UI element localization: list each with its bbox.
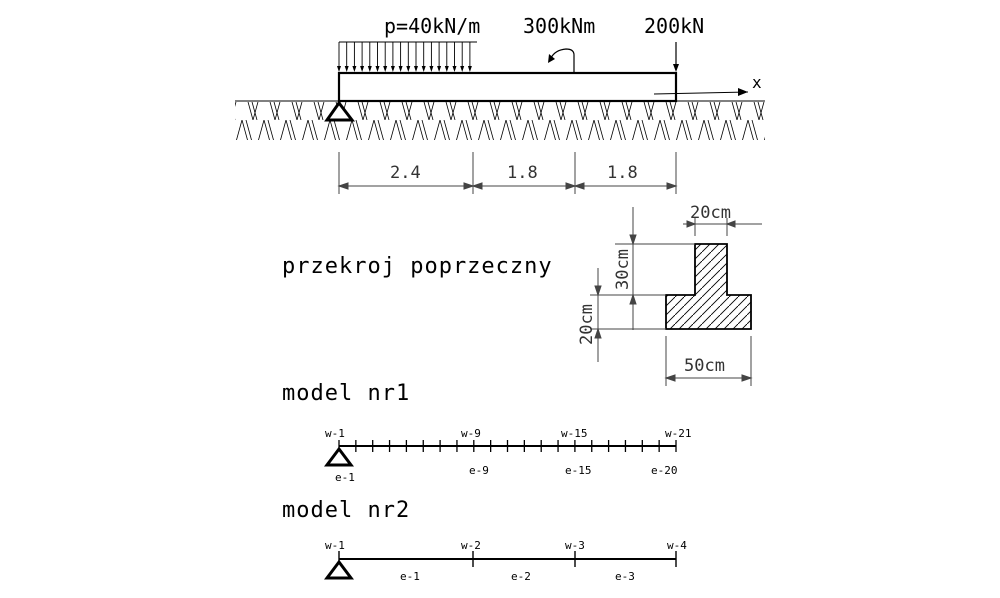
beam-body <box>337 71 678 103</box>
force-label: 200kN <box>644 14 704 38</box>
span-label-1: 2.4 <box>390 163 421 183</box>
load-arrowhead <box>467 66 472 72</box>
dim-web-height-label: 30cm <box>613 249 633 290</box>
model-1-node-label: w-21 <box>665 427 692 440</box>
load-arrowhead <box>352 66 357 72</box>
load-arrowhead <box>406 66 411 72</box>
load-arrowhead <box>344 66 349 72</box>
load-arrowhead <box>452 66 457 72</box>
cross-section: przekroj poprzeczny 20cm 50cm <box>282 203 762 386</box>
model-2: model nr2 w-1 w-2 w-3 w-4 e-1 e-2 e-3 <box>282 498 687 583</box>
distributed-load-label: p=40kN/m <box>384 14 480 38</box>
x-axis-arrow-icon <box>653 88 749 96</box>
load-arrowhead <box>421 66 426 72</box>
soil-hatch <box>235 102 765 140</box>
load-arrowhead <box>390 66 395 72</box>
model-2-element-label: e-2 <box>511 570 531 583</box>
model-1-element-label: e-15 <box>565 464 592 477</box>
load-arrowhead <box>360 66 365 72</box>
load-arrowhead <box>367 66 372 72</box>
load-arrowhead <box>375 66 380 72</box>
model-2-node-label: w-2 <box>461 539 481 552</box>
dim-top-width <box>683 218 762 236</box>
load-arrowhead <box>337 66 341 72</box>
model-1-element-label: e-9 <box>469 464 489 477</box>
model-1-node-label: w-9 <box>461 427 481 440</box>
load-arrowhead <box>444 66 449 72</box>
x-axis-label: x <box>752 73 762 92</box>
model-2-element-label: e-3 <box>615 570 635 583</box>
load-arrowhead <box>429 66 434 72</box>
moment-label: 300kNm <box>523 14 595 38</box>
span-label-2: 1.8 <box>507 163 538 183</box>
model-1: model nr1 w-1 w-9 w-15 w-21 e-1 e-9 e-15… <box>282 381 692 484</box>
model-1-element-label: e-1 <box>335 471 355 484</box>
model-2-node-label: w-3 <box>565 539 585 552</box>
load-arrowhead <box>398 66 403 72</box>
model-1-element-label: e-20 <box>651 464 678 477</box>
model-2-node-ticks <box>338 551 677 567</box>
model-1-support-icon <box>324 446 354 467</box>
distributed-load <box>337 41 477 72</box>
model-1-title: model nr1 <box>282 381 410 406</box>
beam-scheme: p=40kN/m 300kNm 200kN x <box>235 14 765 194</box>
model-2-support-icon <box>324 559 354 580</box>
model-1-node-label: w-15 <box>561 427 588 440</box>
point-force-arrow-icon <box>673 42 679 72</box>
load-arrowhead <box>383 66 388 72</box>
model-2-node-label: w-4 <box>667 539 687 552</box>
model-1-node-label: w-1 <box>325 427 345 440</box>
load-arrowhead <box>414 66 418 72</box>
load-arrowhead <box>437 66 442 72</box>
dim-flange-height-label: 20cm <box>577 304 597 345</box>
section-title: przekroj poprzeczny <box>282 254 553 279</box>
t-section-shape <box>665 243 752 330</box>
dim-bottom-width <box>664 336 753 386</box>
dim-flange-height <box>590 268 666 362</box>
moment-arrow-icon <box>548 48 575 73</box>
dim-top-width-label: 20cm <box>690 203 731 223</box>
model-2-title: model nr2 <box>282 498 410 523</box>
dim-bottom-width-label: 50cm <box>684 356 725 376</box>
dim-web-height <box>615 207 695 330</box>
span-label-3: 1.8 <box>607 163 638 183</box>
model-2-element-label: e-1 <box>400 570 420 583</box>
model-2-node-label: w-1 <box>325 539 345 552</box>
span-dimensions <box>337 152 678 194</box>
pin-support-icon <box>324 100 356 122</box>
model-1-node-ticks <box>338 440 677 452</box>
load-arrowhead <box>460 66 465 72</box>
